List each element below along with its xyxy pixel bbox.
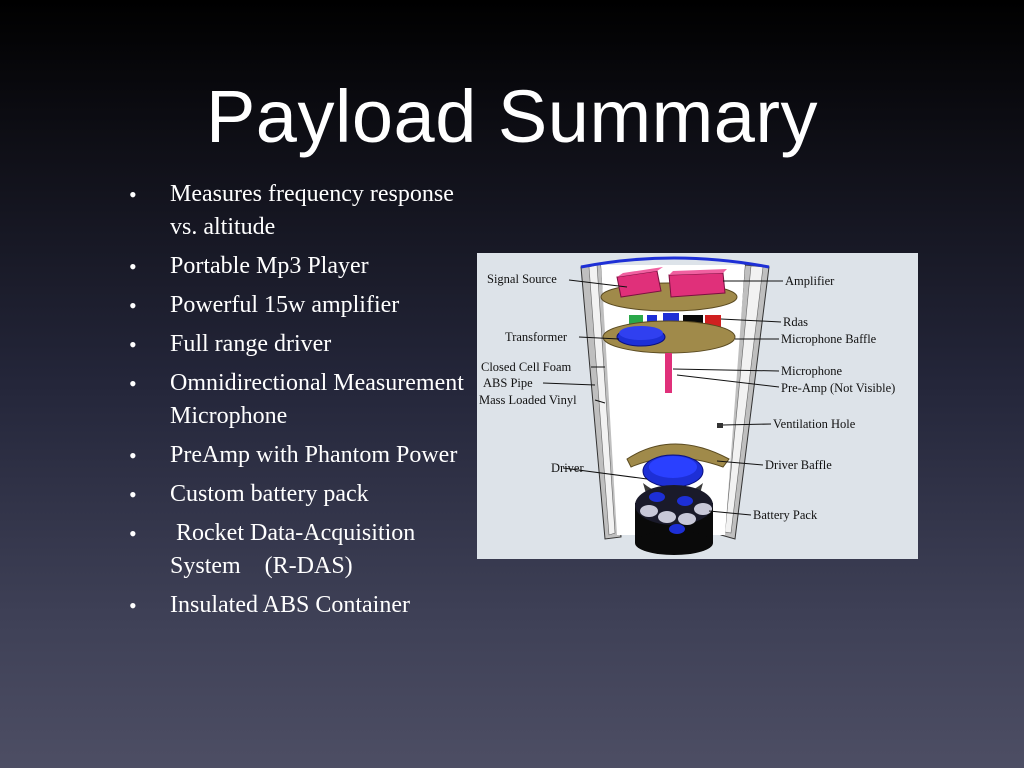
bullet-item: • Insulated ABS Container [126, 589, 486, 622]
bullet-text: Measures frequency response vs. altitude [170, 181, 460, 240]
bullet-text: Powerful 15w amplifier [170, 292, 400, 318]
slide-title: Payload Summary [205, 75, 819, 158]
payload-diagram-svg: Signal Source Transformer Closed Cell Fo… [477, 253, 918, 559]
bullet-icon: • [129, 443, 137, 468]
bullet-text: Rocket Data-Acquisition System (R-DAS) [170, 520, 422, 579]
bullet-text: Portable Mp3 Player [170, 253, 369, 279]
battery-pack-shape [635, 485, 713, 555]
bullet-text: Insulated ABS Container [170, 592, 410, 618]
label-mass-loaded-vinyl: Mass Loaded Vinyl [479, 393, 577, 407]
bullet-item: • Custom battery pack [126, 478, 486, 511]
label-microphone-baffle: Microphone Baffle [781, 332, 877, 346]
bullet-icon: • [129, 371, 137, 396]
bullet-text: Custom battery pack [170, 481, 369, 507]
amplifier-board-shape [600, 267, 738, 312]
label-pre-amp: Pre-Amp (Not Visible) [781, 381, 895, 395]
bullet-icon: • [129, 182, 137, 207]
bullet-text: Omnidirectional Measurement Microphone [170, 370, 470, 429]
bullet-item: • Full range driver [126, 328, 486, 361]
bullet-item: • Portable Mp3 Player [126, 250, 486, 283]
label-amplifier: Amplifier [785, 274, 835, 288]
label-abs-pipe: ABS Pipe [483, 376, 533, 390]
bullet-text: Full range driver [170, 331, 332, 357]
label-driver: Driver [551, 461, 584, 475]
payload-diagram: Signal Source Transformer Closed Cell Fo… [477, 253, 918, 559]
label-rdas: Rdas [783, 315, 808, 329]
label-ventilation-hole: Ventilation Hole [773, 417, 856, 431]
microphone-shape [665, 353, 672, 393]
label-battery-pack: Battery Pack [753, 508, 818, 522]
label-driver-baffle: Driver Baffle [765, 458, 832, 472]
bullet-item: • Omnidirectional Measurement Microphone [126, 367, 486, 433]
bullet-list: • Measures frequency response vs. altitud… [126, 178, 486, 628]
bullet-item: • Measures frequency response vs. altitud… [126, 178, 486, 244]
label-transformer: Transformer [505, 330, 568, 344]
bullet-icon: • [129, 332, 137, 357]
bullet-item: • PreAmp with Phantom Power [126, 439, 486, 472]
bullet-text: PreAmp with Phantom Power [170, 442, 458, 468]
label-signal-source: Signal Source [487, 272, 557, 286]
microphone-baffle-shape [602, 320, 736, 354]
bullet-icon: • [129, 593, 137, 618]
bullet-item: • Powerful 15w amplifier [126, 289, 486, 322]
label-closed-cell-foam: Closed Cell Foam [481, 360, 572, 374]
bullet-item: • Rocket Data-Acquisition System (R-DAS) [126, 517, 486, 583]
leader-lines [542, 279, 783, 516]
bullet-icon: • [129, 521, 137, 546]
bullet-icon: • [129, 482, 137, 507]
bullet-icon: • [129, 254, 137, 279]
label-microphone: Microphone [781, 364, 843, 378]
ventilation-hole-shape [717, 423, 723, 428]
bullet-icon: • [129, 293, 137, 318]
